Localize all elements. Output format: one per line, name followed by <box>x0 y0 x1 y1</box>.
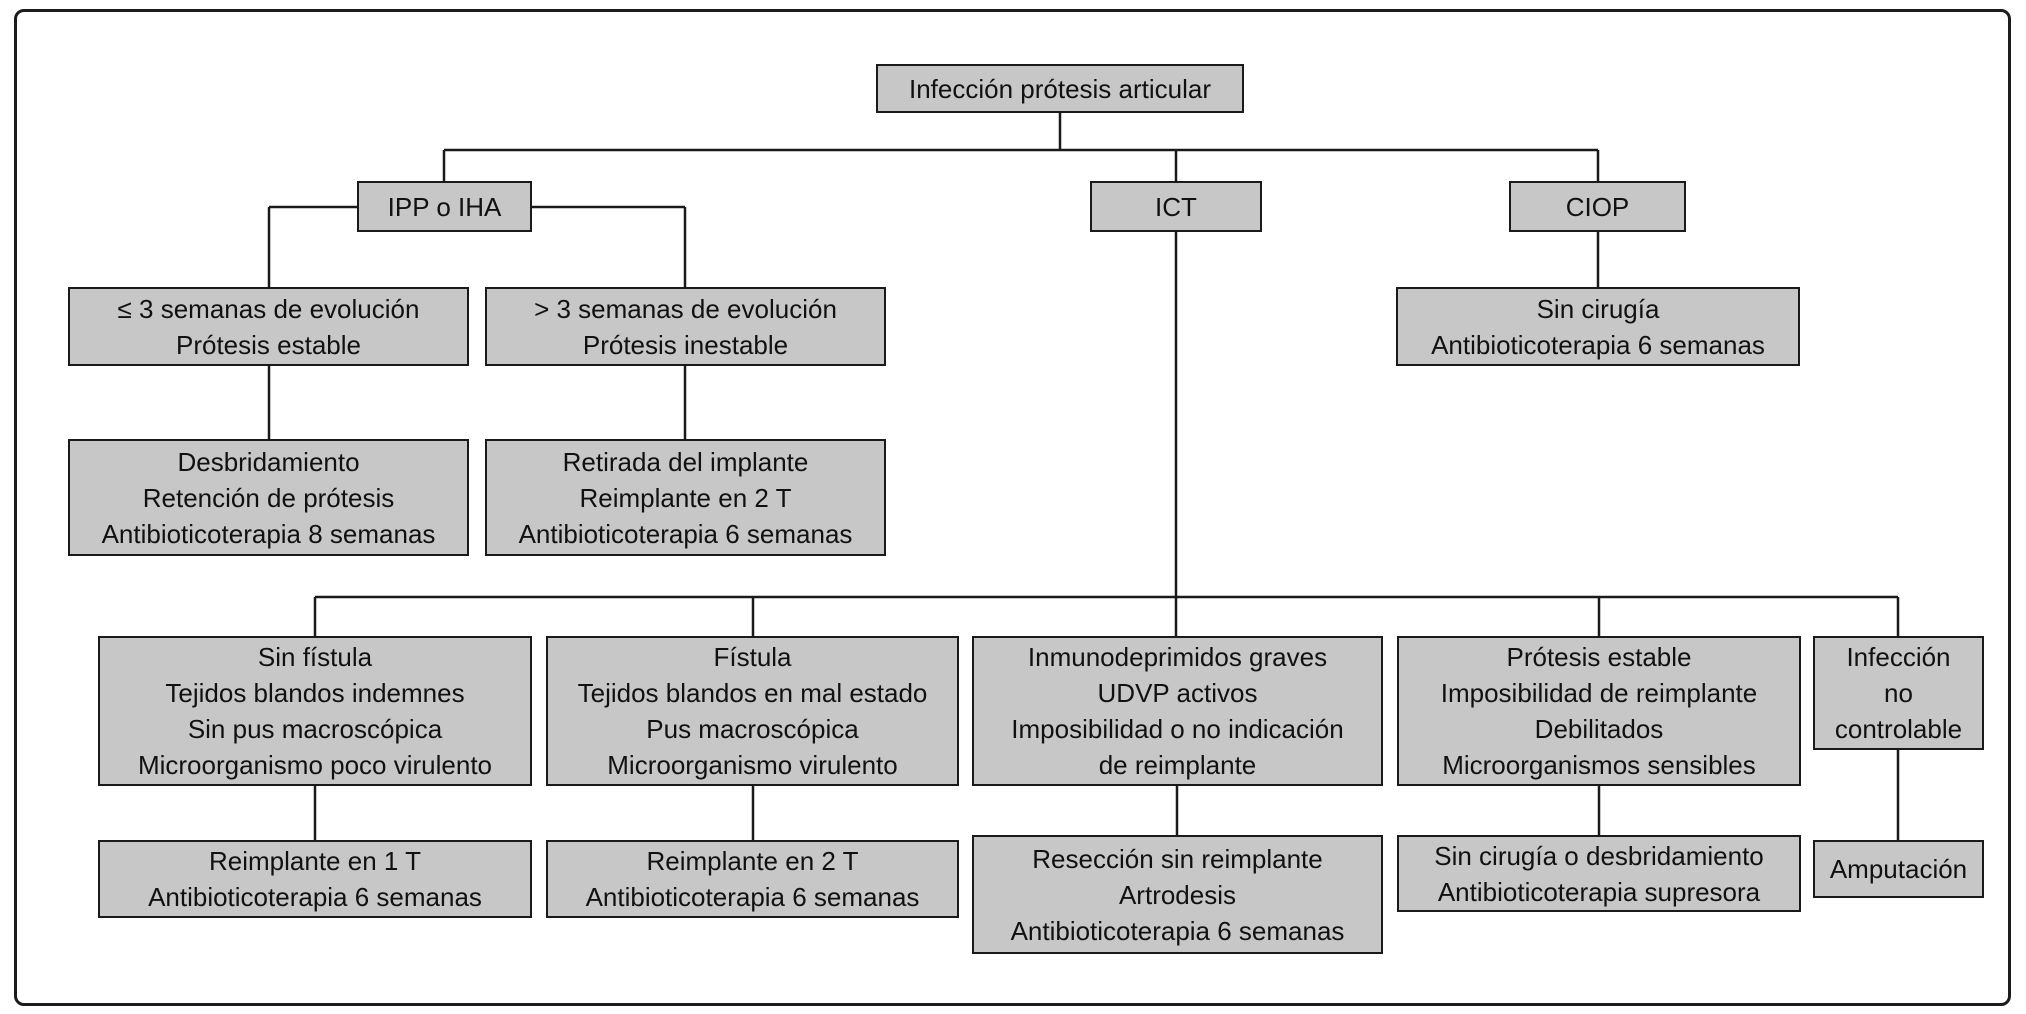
node-immunocompromised: Inmunodeprimidos graves UDVP activos Imp… <box>972 636 1383 786</box>
node-ciop: CIOP <box>1509 181 1686 232</box>
node-early-stable: ≤ 3 semanas de evolución Prótesis establ… <box>68 287 469 366</box>
node-late-unstable: > 3 semanas de evolución Prótesis inesta… <box>485 287 886 366</box>
node-resection-treatment: Resección sin reimplante Artrodesis Anti… <box>972 835 1383 954</box>
node-ipp-o-iha: IPP o IHA <box>357 181 532 232</box>
node-uncontrolled-infection: Infección no controlable <box>1813 636 1984 750</box>
node-amputation: Amputación <box>1813 840 1984 898</box>
node-debridement-treatment: Desbridamiento Retención de prótesis Ant… <box>68 439 469 556</box>
node-reimplant-2t-treatment: Reimplante en 2 T Antibioticoterapia 6 s… <box>546 840 959 918</box>
node-root: Infección prótesis articular <box>876 64 1244 113</box>
node-no-fistula: Sin fístula Tejidos blandos indemnes Sin… <box>98 636 532 786</box>
node-implant-removal-treatment: Retirada del implante Reimplante en 2 T … <box>485 439 886 556</box>
node-stable-prosthesis: Prótesis estable Imposibilidad de reimpl… <box>1397 636 1801 786</box>
node-suppressive-treatment: Sin cirugía o desbridamiento Antibiotico… <box>1397 835 1801 912</box>
node-reimplant-1t-treatment: Reimplante en 1 T Antibioticoterapia 6 s… <box>98 840 532 918</box>
node-ict: ICT <box>1090 181 1262 232</box>
node-fistula: Fístula Tejidos blandos en mal estado Pu… <box>546 636 959 786</box>
node-ciop-treatment: Sin cirugía Antibioticoterapia 6 semanas <box>1396 287 1800 366</box>
